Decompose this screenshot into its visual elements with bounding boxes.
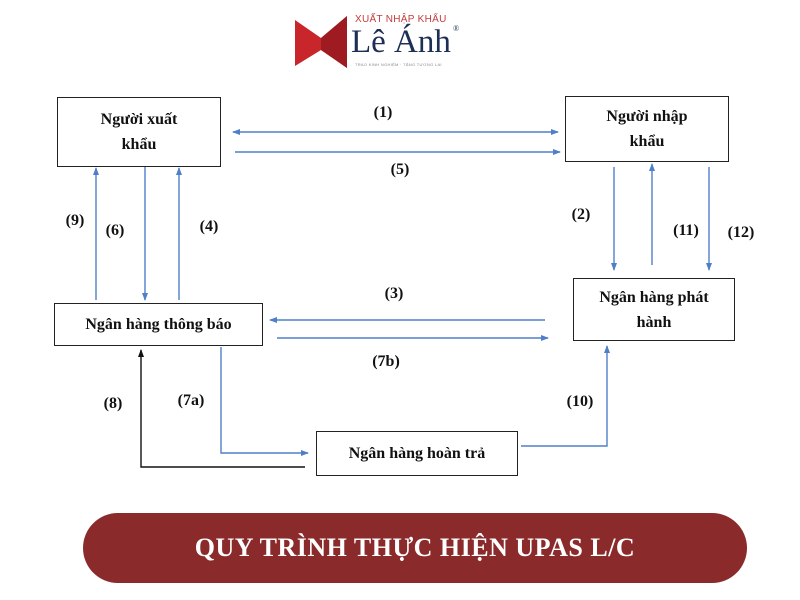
logo-mark-icon [295,16,347,68]
node-exporter: Người xuất khẩu [57,97,221,167]
edge-label-9: (9) [65,212,85,229]
title-banner: QUY TRÌNH THỰC HIỆN UPAS L/C [83,513,747,583]
node-label: Người nhập khẩu [606,108,688,150]
edge-label-4: (4) [199,218,219,235]
edge-label-3: (3) [384,285,404,302]
node-importer: Người nhập khẩu [565,96,729,162]
node-label: Ngân hàng thông báo [85,316,232,333]
node-label: Người xuất khẩu [100,111,178,153]
edge-label-6: (6) [105,222,125,239]
logo-brand: Lê Ánh [351,24,451,60]
logo: XUẤT NHẬP KHẨU Lê Ánh ® TRAO KINH NGHIỆM… [293,14,473,70]
node-advising-bank: Ngân hàng thông báo [54,303,263,346]
edge-label-12: (12) [727,224,755,241]
edge-label-7a: (7a) [177,392,205,409]
edge-label-7b: (7b) [372,353,400,370]
edge-label-11: (11) [673,222,699,239]
edge-label-10: (10) [566,393,594,410]
banner-title: QUY TRÌNH THỰC HIỆN UPAS L/C [194,533,636,562]
node-reimbursing-bank: Ngân hàng hoàn trả [316,431,518,476]
logo-registered: ® [453,24,460,33]
edge-label-5: (5) [390,161,410,178]
edge-label-2: (2) [571,206,591,223]
node-label: Ngân hàng phát hành [599,288,709,331]
node-issuing-bank: Ngân hàng phát hành [573,278,735,341]
edge-label-1: (1) [373,104,393,121]
arrow-8 [138,349,305,468]
arrow-7a [220,347,309,456]
arrow-10 [521,345,610,447]
edge-label-8: (8) [103,395,123,412]
node-label: Ngân hàng hoàn trả [348,445,486,462]
logo-tagline-bottom: TRAO KINH NGHIỆM · TẶNG TƯƠNG LAI [355,62,442,67]
logo-tagline-top: XUẤT NHẬP KHẨU [355,14,447,25]
